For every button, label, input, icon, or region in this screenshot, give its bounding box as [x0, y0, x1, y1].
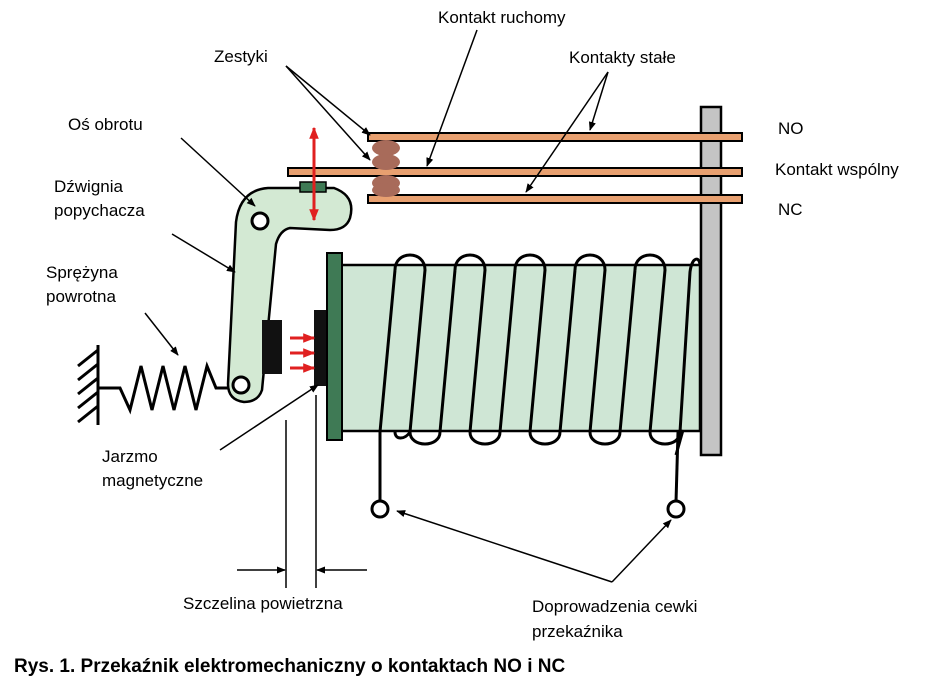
label-nc: NC — [778, 200, 803, 219]
label-dzwignia-1: Dźwignia — [54, 177, 124, 196]
label-sprezyna-1: Sprężyna — [46, 263, 118, 282]
contact-points — [372, 140, 400, 197]
label-sprezyna-2: powrotna — [46, 287, 116, 306]
pivot-axis — [250, 211, 270, 231]
figure-caption: Rys. 1. Przekaźnik elektromechaniczny o … — [14, 656, 565, 677]
label-kontakt-ruchomy: Kontakt ruchomy — [438, 8, 566, 27]
coil-terminal-left — [370, 499, 390, 519]
coil-windings — [378, 253, 702, 456]
contact-strip-common — [287, 167, 743, 177]
label-kontakty-stale: Kontakty stałe — [569, 48, 676, 67]
armature-on-lever — [262, 320, 282, 374]
label-zestyki: Zestyki — [214, 47, 268, 66]
magnetic-yoke-plate — [326, 252, 343, 441]
label-jarzmo-2: magnetyczne — [102, 471, 203, 490]
magnetic-force-arrows — [290, 333, 316, 373]
pusher-lever — [226, 186, 353, 404]
armature-on-core — [314, 310, 328, 386]
label-jarzmo-1: Jarzmo — [102, 447, 158, 466]
label-dzwignia-2: popychacza — [54, 201, 145, 220]
label-doprowadzenia-1: Doprowadzenia cewki — [532, 597, 697, 616]
spring-attachment — [231, 375, 251, 395]
contact-strip-no — [367, 132, 743, 142]
label-no: NO — [778, 119, 804, 138]
air-gap-dimension — [237, 395, 367, 588]
coil-core — [338, 263, 702, 433]
coil-terminal-right — [666, 499, 686, 519]
contact-strip-nc — [367, 194, 743, 204]
ground-wall — [77, 345, 100, 425]
leader-lines — [144, 29, 672, 583]
contact-frame — [699, 105, 723, 457]
coil-lead-right — [674, 431, 680, 503]
label-os-obrotu: Oś obrotu — [68, 115, 143, 134]
label-doprowadzenia-2: przekaźnika — [532, 622, 623, 641]
return-spring — [98, 361, 240, 415]
label-szczelina: Szczelina powietrzna — [183, 594, 343, 613]
label-kontakt-wspolny: Kontakt wspólny — [775, 160, 899, 179]
